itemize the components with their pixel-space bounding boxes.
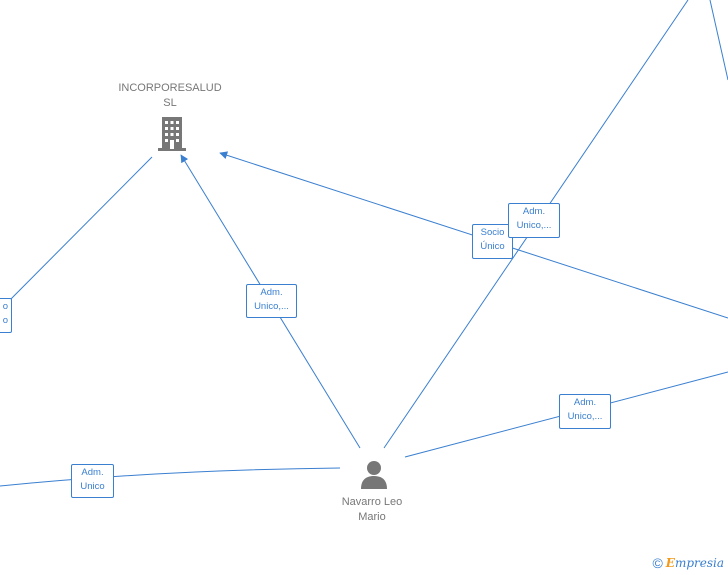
edge-label-adm-unico-top-right[interactable]: Adm. Unico,... bbox=[508, 203, 560, 238]
edge-label-line1: Socio bbox=[480, 227, 505, 238]
edge-label-adm-unico-left[interactable]: Adm. Unico bbox=[71, 464, 114, 498]
person-name-line2: Mario bbox=[358, 511, 386, 523]
edge-label-line1: Adm. bbox=[81, 467, 104, 478]
company-name-line1: INCORPORESALUD bbox=[118, 82, 222, 94]
company-node-label[interactable]: INCORPORESALUD SL bbox=[110, 81, 230, 111]
brand-logo: Empresia bbox=[666, 556, 724, 570]
person-node-label[interactable]: Navarro Leo Mario bbox=[322, 495, 422, 525]
edge-label-left-clipped[interactable]: o o bbox=[0, 298, 12, 333]
edge-label-line2: Único bbox=[480, 241, 505, 252]
edge-label-line2: Unico,... bbox=[567, 411, 603, 422]
brand-rest: mpresia bbox=[674, 556, 724, 570]
edge-label-line1: Adm. bbox=[522, 206, 546, 217]
edge-top-right-diagonal[interactable] bbox=[709, 0, 728, 81]
person-name-line1: Navarro Leo bbox=[341, 496, 403, 508]
edge-person-left[interactable] bbox=[0, 467, 341, 487]
brand-initial: E bbox=[665, 556, 675, 570]
edge-label-line2: o bbox=[2, 315, 8, 326]
edge-label-line1: o bbox=[2, 301, 8, 312]
edge-label-line2: Unico,... bbox=[254, 301, 289, 312]
edge-label-line2: Unico bbox=[80, 481, 105, 492]
edge-label-line1: Adm. bbox=[573, 397, 597, 408]
edge-label-adm-unico-company[interactable]: Adm. Unico,... bbox=[246, 284, 297, 318]
edge-company-left[interactable] bbox=[0, 156, 153, 311]
copyright-icon: © bbox=[652, 555, 663, 571]
edge-label-line1: Adm. bbox=[260, 287, 283, 298]
company-name-line2: SL bbox=[163, 97, 177, 109]
building-icon[interactable] bbox=[156, 116, 188, 152]
edge-label-line2: Unico,... bbox=[516, 220, 552, 231]
edge-label-adm-unico-right[interactable]: Adm. Unico,... bbox=[559, 394, 611, 429]
person-icon[interactable] bbox=[359, 459, 389, 489]
edge-label-socio-unico[interactable]: Socio Único bbox=[472, 224, 513, 259]
footer-brand[interactable]: © Empresia bbox=[652, 555, 724, 571]
